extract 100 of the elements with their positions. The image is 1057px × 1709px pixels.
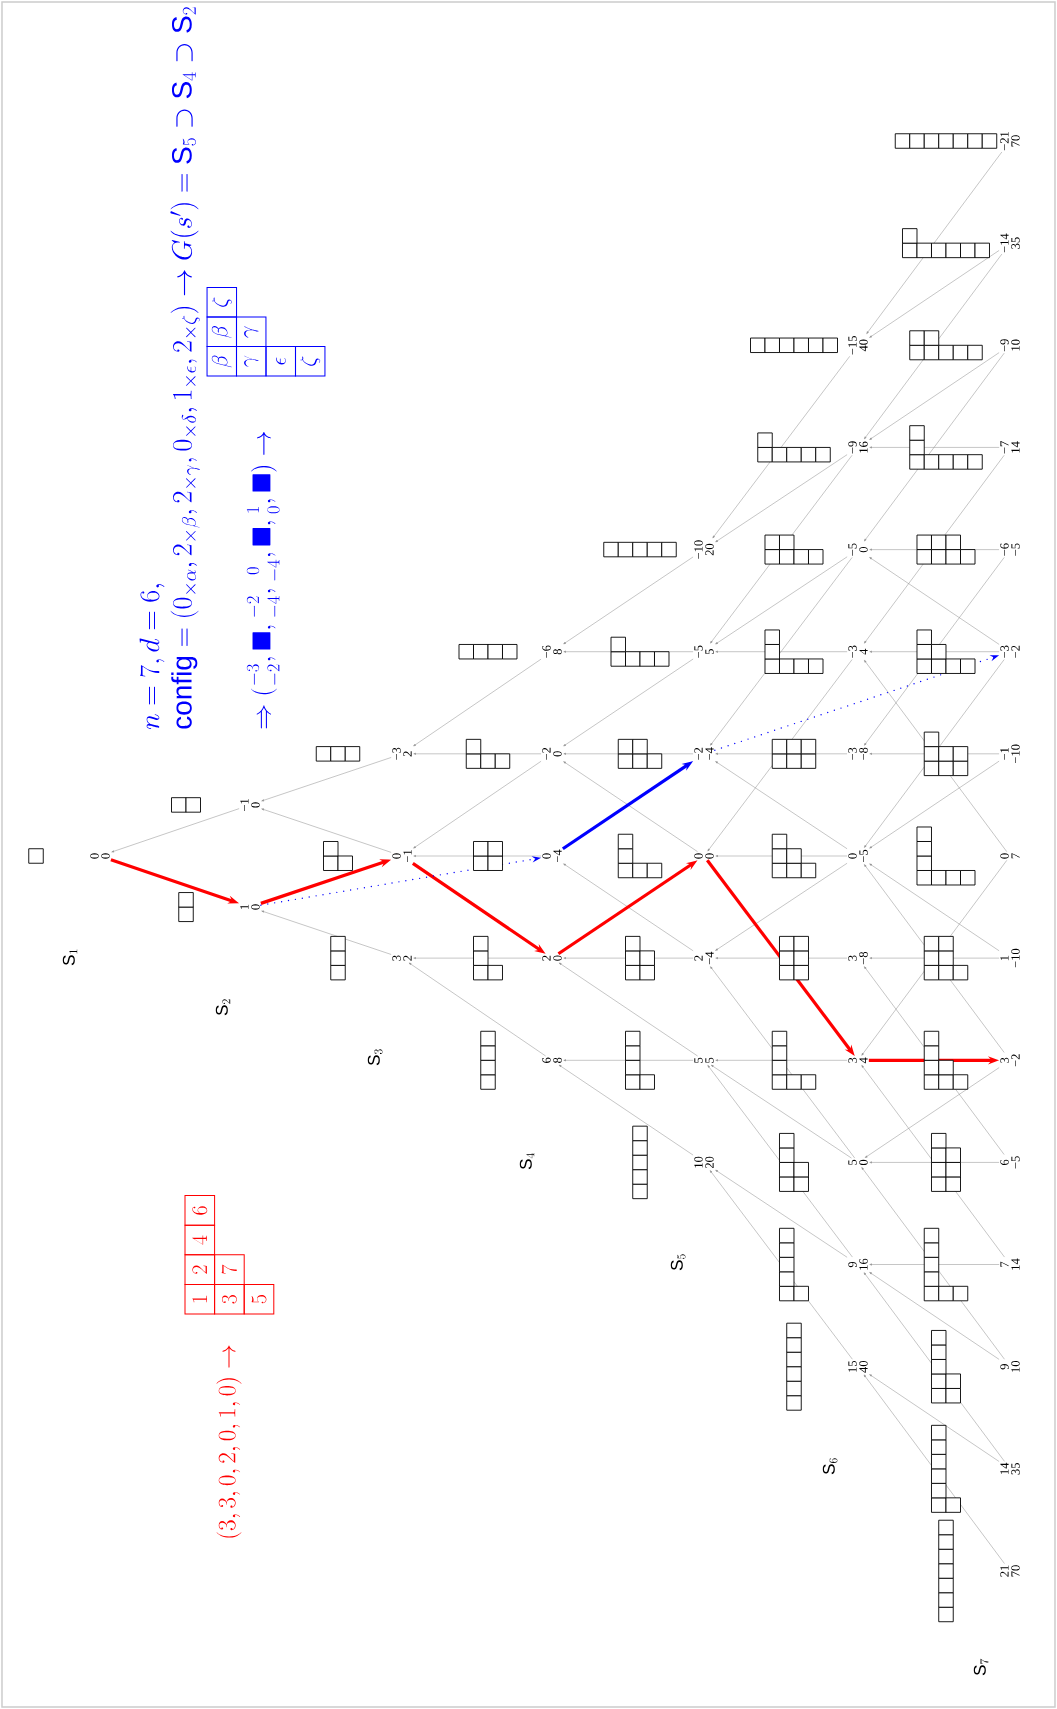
arrow: [413, 752, 542, 755]
arrow: [869, 1374, 1000, 1462]
arrow: [864, 253, 1003, 440]
arrow: [558, 1064, 694, 1156]
vertex-label: −5 0: [848, 543, 868, 556]
vertex-label: −6 −5: [1000, 543, 1020, 556]
vertex-label: 5 5: [694, 1057, 714, 1063]
vertex-label: −9 10: [1000, 339, 1020, 352]
arrow: [861, 1167, 1005, 1360]
vertex-label: −6 8: [542, 645, 562, 658]
arrow: [563, 556, 694, 645]
arrow: [869, 752, 1000, 755]
arrow: [261, 757, 392, 802]
arrow: [863, 1374, 1005, 1564]
vertex-label: 21 70: [1000, 1565, 1020, 1577]
arrow: [707, 659, 853, 852]
arrow: [413, 957, 542, 960]
arrow: [558, 962, 698, 1057]
arrow: [710, 1064, 852, 1159]
tableau-cell: $\gamma$: [235, 316, 267, 348]
vertex-label: −1 −10: [1000, 744, 1020, 763]
arrow: [715, 957, 848, 960]
group-label: $\mathsf{S}_1$: [62, 949, 78, 966]
vertex-label: 0 −1: [392, 850, 412, 863]
arrow: [710, 557, 853, 746]
arrow: [715, 454, 848, 543]
vertex-label: 9 10: [1000, 1360, 1020, 1372]
group-label: $\mathsf{S}_6$: [822, 1458, 838, 1475]
vertex-label: 9 16: [848, 1258, 868, 1270]
tableau-cell: $1$: [184, 1283, 216, 1315]
tableau-cell: $\beta$: [206, 316, 238, 348]
formula-text: $\textsf{config}=(0_{\times\alpha},2_{\times\beta},2_{\times\gamma},0_{\times\delta},1_{\times\epsilon},2_{\times\zeta})\rightarrow G(s')=\mathsf{S}_5\supset\mathsf{S}_4\supset\mathsf{S}_2$: [170, 7, 200, 729]
vertex-label: 1 −10: [1000, 948, 1020, 968]
arrow: [869, 863, 1000, 952]
vertex-label: −14 35: [1000, 233, 1020, 253]
arrow: [261, 808, 392, 853]
vertex-label: 2 0: [542, 955, 562, 961]
vertex-label: 3 2: [392, 955, 412, 961]
tableau-cell: $\zeta$: [294, 345, 326, 377]
arrow: [111, 808, 240, 853]
arrow: [869, 1272, 1000, 1360]
arrow: [864, 557, 1005, 746]
arrow: [864, 455, 1005, 644]
vertex-label: 6 8: [542, 1057, 562, 1063]
tableau-cell: $6$: [184, 1195, 216, 1226]
vertex-label: 0 7: [1000, 853, 1020, 859]
arrow: [261, 910, 392, 955]
arrow: [715, 761, 848, 850]
tableau-cell: $5$: [243, 1283, 275, 1315]
tableau-cell: $\gamma$: [235, 345, 267, 377]
tableau-cell: $\zeta$: [206, 286, 238, 318]
vertex-label: −2 −4: [694, 747, 714, 760]
arrow: [869, 352, 1000, 440]
arrow: [863, 1272, 1005, 1462]
tableau-cell: $4$: [184, 1224, 216, 1256]
tableau-cell: $\epsilon$: [265, 345, 297, 377]
vertex-label: 15 40: [848, 1360, 868, 1373]
arrow: [715, 1059, 848, 1062]
vertex-label: 0 −4: [542, 849, 562, 863]
vertex-label: 3 −8: [848, 951, 868, 965]
arrow: [710, 455, 853, 644]
arrow: [869, 650, 1000, 653]
arrow: [864, 1067, 1000, 1158]
group-label: $\mathsf{S}_3$: [367, 1049, 383, 1066]
group-label: $\mathsf{S}_2$: [215, 999, 231, 1016]
arrow: [715, 650, 848, 653]
vertex-label: −2 0: [542, 747, 562, 760]
vertex-label: 1 0: [240, 904, 260, 910]
vertex-label: 0 0: [694, 853, 714, 859]
group-label: $\mathsf{S}_5$: [670, 1254, 686, 1271]
vertex-label: −1 0: [240, 799, 260, 811]
formula-text: $(3,3,0,2,0,1,0)\rightarrow$: [216, 1345, 242, 1538]
arrow: [715, 863, 848, 951]
arrow: [869, 446, 1000, 449]
arrow: [715, 752, 848, 755]
vertex-label: −3 2: [392, 747, 412, 760]
arrow: [869, 1161, 1000, 1164]
arrow: [709, 1170, 853, 1360]
arrow: [563, 650, 694, 653]
arrow: [563, 658, 694, 747]
vertex-label: 2 −4: [694, 951, 714, 965]
arrow: [869, 250, 1000, 338]
group-label: $\mathsf{S}_7$: [973, 1658, 989, 1676]
vertex-label: −5 5: [694, 645, 714, 658]
arrow: [408, 962, 546, 1057]
vertex-label: 0 0: [90, 853, 110, 859]
arrow: [866, 151, 1003, 334]
arrow: [861, 1065, 1005, 1258]
arrow: [707, 1065, 853, 1258]
arrow: [563, 752, 694, 755]
vertex-label: −21 70: [1000, 132, 1020, 151]
tableau-cell: $2$: [184, 1254, 216, 1285]
vertex-label: 5 0: [848, 1159, 868, 1166]
vertex-label: −3 −2: [1000, 645, 1020, 658]
vertex-label: 7 14: [1000, 1258, 1020, 1270]
vertex-label: −7 14: [1000, 441, 1020, 454]
vertex-label: 0 −5: [848, 849, 868, 863]
arrow: [864, 352, 1005, 542]
vertex-label: 10 20: [694, 1156, 714, 1169]
vertex-label: 3 −2: [1000, 1054, 1020, 1067]
